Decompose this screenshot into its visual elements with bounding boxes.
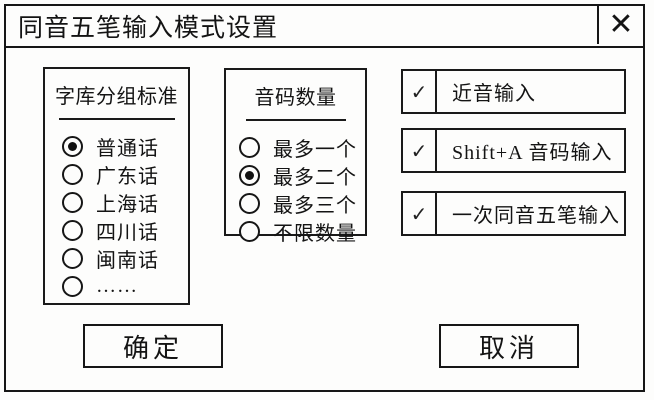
check-icon: ✓: [403, 71, 437, 112]
checkbox-one-time-wubi-input[interactable]: ✓ 一次同音五笔输入: [401, 191, 626, 236]
ok-button[interactable]: 确定: [83, 324, 223, 368]
radio-icon: [62, 163, 83, 185]
checkbox-label: 近音输入: [452, 83, 536, 105]
radio-icon: [62, 275, 83, 297]
radio-option-unlimited[interactable]: 不限数量: [226, 217, 365, 245]
radio-icon: [239, 192, 260, 214]
checkbox-shift-a-input[interactable]: ✓ Shift+A 音码输入: [401, 128, 626, 173]
radio-icon: [62, 135, 83, 157]
check-icon: ✓: [403, 193, 437, 234]
radio-option-cantonese[interactable]: 广东话: [45, 160, 188, 188]
radio-icon: [62, 247, 83, 269]
radio-label: 闽南话: [96, 249, 159, 272]
cancel-button[interactable]: 取消: [439, 324, 579, 368]
check-icon: ✓: [403, 130, 437, 171]
count-radio-list: 最多一个 最多二个 最多三个 不限数量: [226, 133, 365, 245]
count-groupbox: 音码数量 最多一个 最多二个 最多三个 不限数量: [224, 68, 367, 245]
radio-label: ……: [96, 274, 138, 297]
dialog-window: 同音五笔输入模式设置 ✕ 字库分组标准 普通话 广东话 上海话: [4, 4, 645, 392]
heading-underline: [245, 119, 346, 121]
radio-option-max-three[interactable]: 最多三个: [226, 189, 365, 217]
checkbox-near-sound-input[interactable]: ✓ 近音输入: [401, 69, 626, 114]
radio-icon: [239, 164, 260, 186]
radio-label: 最多三个: [273, 194, 357, 217]
radio-icon: [62, 191, 83, 213]
title-bar: 同音五笔输入模式设置: [6, 6, 643, 48]
radio-label: 最多一个: [273, 138, 357, 161]
close-button[interactable]: ✕: [597, 6, 643, 44]
radio-option-max-one[interactable]: 最多一个: [226, 133, 365, 161]
heading-underline: [58, 118, 175, 120]
radio-option-hokkien[interactable]: 闽南话: [45, 244, 188, 272]
radio-label: 最多二个: [273, 166, 357, 189]
dialect-group-heading: 字库分组标准: [55, 86, 178, 108]
checkbox-label: Shift+A 音码输入: [452, 142, 613, 164]
radio-label: 普通话: [96, 137, 159, 160]
radio-option-mandarin[interactable]: 普通话: [45, 132, 188, 160]
dialog-title: 同音五笔输入模式设置: [18, 15, 279, 42]
radio-label: 上海话: [96, 193, 159, 216]
radio-icon: [239, 220, 260, 242]
radio-icon: [239, 136, 260, 158]
radio-option-sichuanese[interactable]: 四川话: [45, 216, 188, 244]
radio-option-shanghainese[interactable]: 上海话: [45, 188, 188, 216]
count-group-heading: 音码数量: [254, 87, 337, 109]
radio-label: 广东话: [96, 165, 159, 188]
radio-option-max-two[interactable]: 最多二个: [226, 161, 365, 189]
radio-icon: [62, 219, 83, 241]
dialect-radio-list: 普通话 广东话 上海话 四川话 闽南话: [45, 132, 188, 300]
close-icon: ✕: [608, 7, 634, 42]
radio-label: 四川话: [96, 221, 159, 244]
radio-option-more[interactable]: ……: [45, 272, 188, 300]
checkbox-label: 一次同音五笔输入: [452, 205, 620, 227]
dialect-groupbox: 字库分组标准 普通话 广东话 上海话 四川话: [43, 67, 190, 305]
radio-label: 不限数量: [273, 222, 357, 245]
